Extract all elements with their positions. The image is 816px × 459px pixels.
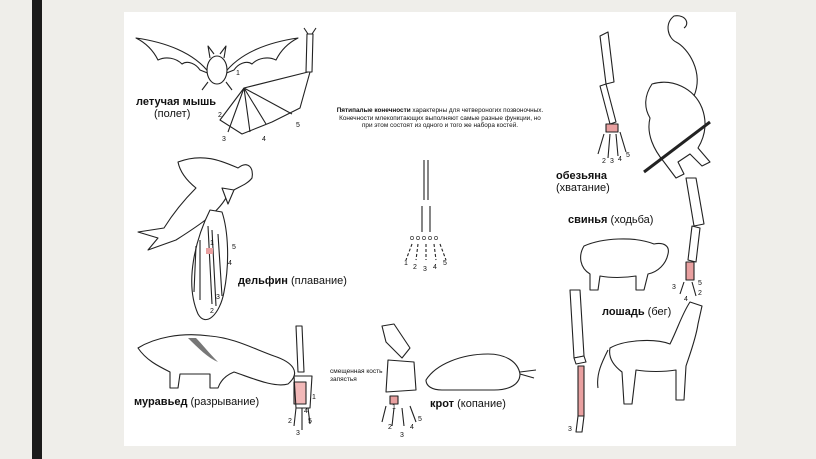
generic-digit-2: 2 bbox=[413, 264, 417, 271]
horse-drawing bbox=[597, 301, 703, 405]
generic-limb-skeleton bbox=[405, 160, 447, 261]
monkey-function: (хватание) bbox=[556, 182, 610, 194]
mole-digit-1: 1 bbox=[392, 404, 396, 411]
anteater-digit-4: 4 bbox=[304, 408, 308, 415]
diagram-panel: Пятипалые конечности характерны для четв… bbox=[124, 12, 736, 446]
mole-digit-5: 5 bbox=[418, 416, 422, 423]
anteater-limb-skeleton bbox=[293, 325, 313, 430]
bat-wing-skeleton bbox=[219, 27, 317, 135]
monkey-label: обезьяна bbox=[556, 170, 608, 182]
mole-digit-4: 4 bbox=[410, 424, 414, 431]
dolphin-digit-5: 5 bbox=[232, 244, 236, 251]
bat-digit-3: 3 bbox=[222, 136, 226, 143]
mole-label: крот (копание) bbox=[430, 398, 506, 410]
bat-digit-5: 5 bbox=[296, 122, 300, 129]
bat-digit-2: 2 bbox=[218, 112, 222, 119]
pig-digit-3: 3 bbox=[672, 284, 676, 291]
generic-digit-3: 3 bbox=[423, 266, 427, 273]
left-accent-bar bbox=[32, 0, 42, 459]
monkey-digit-3: 3 bbox=[610, 158, 614, 165]
bat-digit-4: 4 bbox=[262, 136, 266, 143]
anteater-digit-1: 1 bbox=[312, 394, 316, 401]
anteater-digit-3: 3 bbox=[296, 430, 300, 437]
dolphin-digit-3: 3 bbox=[216, 294, 220, 301]
mole-limb-skeleton bbox=[381, 323, 417, 427]
illustrations bbox=[135, 15, 711, 433]
bat-label: летучая мышь bbox=[136, 96, 217, 108]
pig-digit-4: 4 bbox=[684, 296, 688, 303]
anteater-digit-5: 5 bbox=[308, 418, 312, 425]
dolphin-digit-2: 2 bbox=[210, 308, 214, 315]
carpal-note: смещенная кость запястья bbox=[330, 368, 383, 384]
horse-label: лошадь (бег) bbox=[602, 306, 672, 318]
monkey-limb-skeleton bbox=[597, 31, 627, 159]
dolphin-label: дельфин (плавание) bbox=[238, 275, 347, 287]
bat-function: (полет) bbox=[154, 108, 191, 120]
carpal-note-line-1: смещенная кость bbox=[330, 368, 383, 375]
dolphin-digit-1: 1 bbox=[210, 240, 214, 247]
monkey-digit-2: 2 bbox=[602, 158, 606, 165]
mole-digit-2: 2 bbox=[388, 424, 392, 431]
dolphin-digit-4: 4 bbox=[228, 260, 232, 267]
mole-drawing bbox=[425, 353, 537, 391]
monkey-drawing bbox=[643, 15, 711, 179]
mole-digit-3: 3 bbox=[400, 432, 404, 439]
pig-limb-skeleton bbox=[679, 177, 705, 297]
anteater-label: муравьед (разрывание) bbox=[134, 396, 260, 408]
pig-digit-2: 2 bbox=[698, 290, 702, 297]
monkey-digit-4: 4 bbox=[618, 156, 622, 163]
anteater-drawing bbox=[137, 334, 296, 389]
generic-digit-5: 5 bbox=[443, 260, 447, 267]
bat-drawing bbox=[135, 37, 299, 91]
pig-drawing bbox=[580, 238, 669, 291]
monkey-digit-5: 5 bbox=[626, 152, 630, 159]
generic-digit-4: 4 bbox=[433, 264, 437, 271]
pig-label: свинья (ходьба) bbox=[568, 214, 654, 226]
horse-limb-skeleton bbox=[569, 289, 587, 433]
carpal-note-line-2: запястья bbox=[330, 376, 357, 383]
bat-digit-1: 1 bbox=[236, 70, 240, 77]
pig-digit-5: 5 bbox=[698, 280, 702, 287]
horse-digit-3: 3 bbox=[568, 426, 572, 433]
dolphin-drawing bbox=[137, 157, 253, 251]
generic-digit-1: 1 bbox=[404, 260, 408, 267]
anteater-digit-2: 2 bbox=[288, 418, 292, 425]
intro-paragraph: Пятипалые конечности характерны для четв… bbox=[336, 107, 544, 130]
dolphin-flipper-skeleton bbox=[191, 209, 229, 321]
